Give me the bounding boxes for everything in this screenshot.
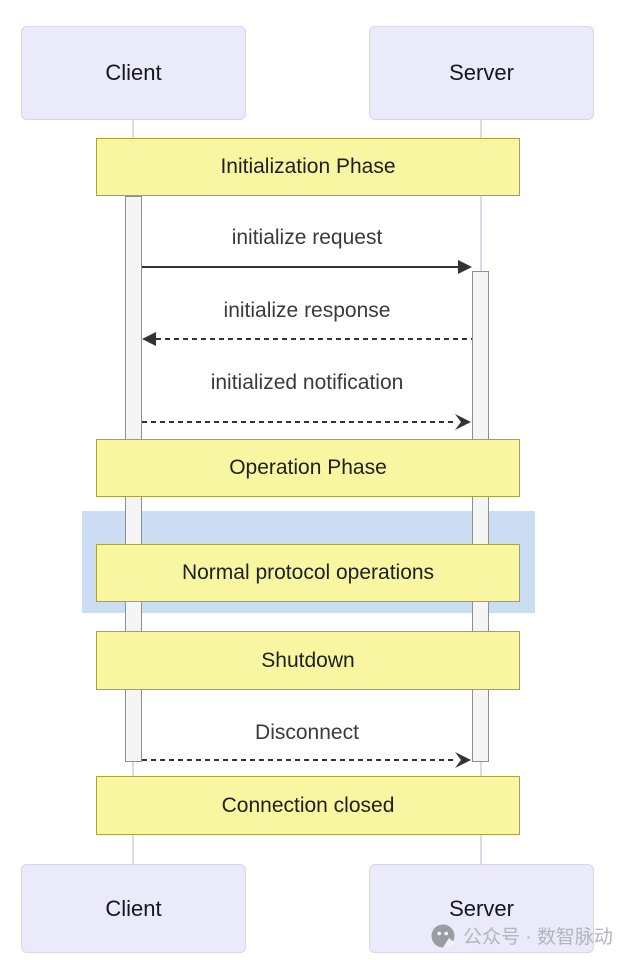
divider-initialization-phase: Initialization Phase xyxy=(96,138,520,196)
divider-shutdown: Shutdown xyxy=(96,631,520,690)
divider-normal-protocol-operations: Normal protocol operations xyxy=(96,544,520,602)
message-line xyxy=(142,759,456,761)
arrowhead-chevron-icon xyxy=(455,752,471,768)
message-line xyxy=(142,421,456,423)
message-label: initialize response xyxy=(223,299,391,322)
divider-operation-phase: Operation Phase xyxy=(96,439,520,497)
message-label: Disconnect xyxy=(255,721,359,744)
divider-connection-closed: Connection closed xyxy=(96,776,520,835)
message-line xyxy=(156,338,472,340)
message-line xyxy=(142,266,460,268)
arrowhead-triangle-right-icon xyxy=(458,260,472,274)
actor-client-bottom: Client xyxy=(21,864,246,953)
arrowhead-triangle-left-icon xyxy=(142,332,156,346)
actor-server-bottom: Server xyxy=(369,864,594,953)
wechat-official-account-icon xyxy=(431,924,455,948)
message-label: initialized notification xyxy=(210,371,404,394)
watermark: 公众号 · 数智脉动 xyxy=(430,922,613,949)
arrowhead-chevron-icon xyxy=(455,414,471,430)
actor-client-top: Client xyxy=(21,26,246,120)
actor-server-top: Server xyxy=(369,26,594,120)
watermark-text: 公众号 · 数智脉动 xyxy=(463,927,613,948)
message-label: initialize request xyxy=(231,226,383,249)
